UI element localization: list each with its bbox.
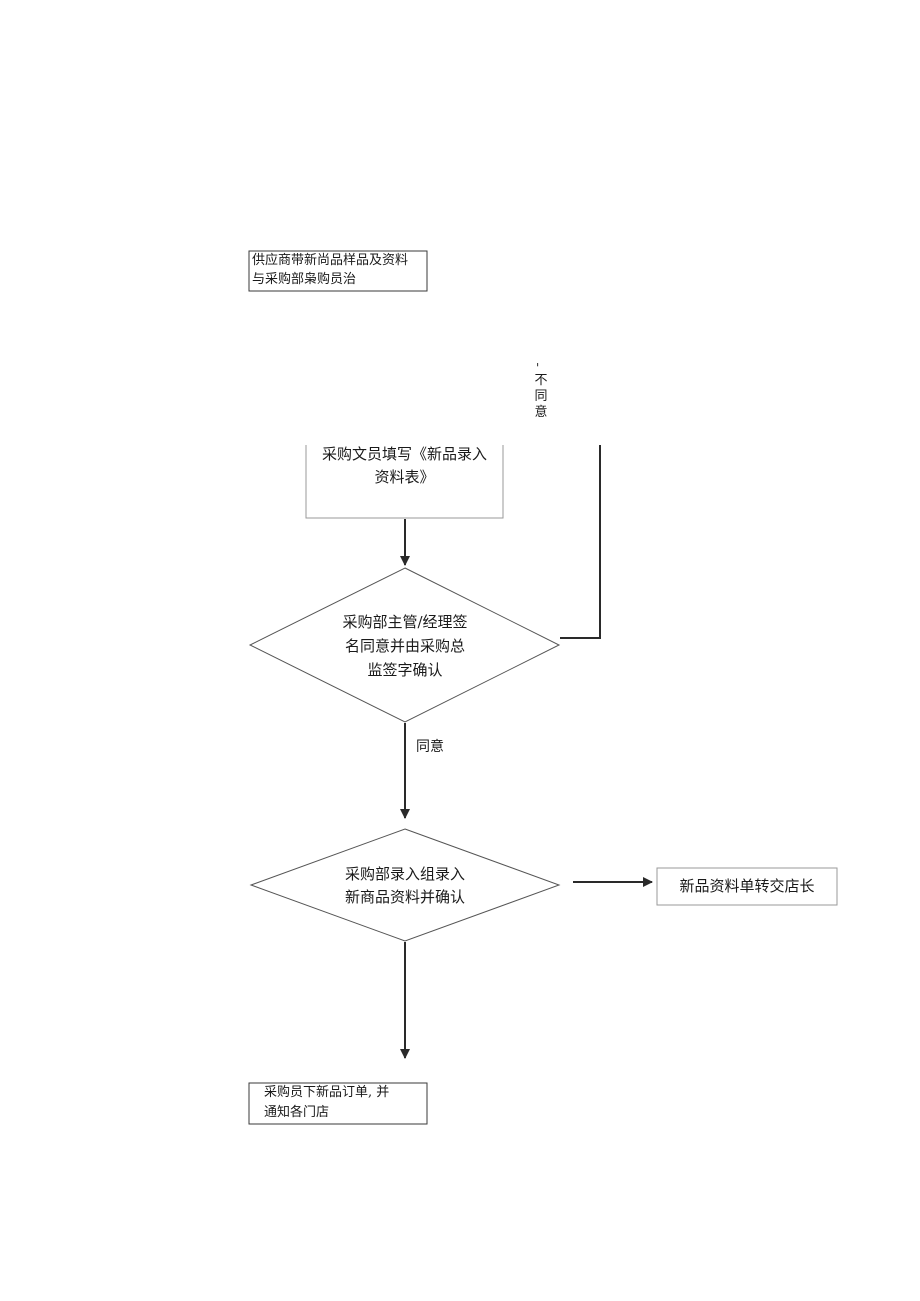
store-manager-box xyxy=(656,867,838,906)
approval-diamond-text: 采购部主管/经理签 名同意并由采购总 监签字确认 xyxy=(342,613,468,679)
disagree-loop-line xyxy=(560,445,601,639)
entry-diamond-text: 采购部录入组录入 新商品资料并确认 xyxy=(344,865,465,906)
agree-label: 同意 xyxy=(416,739,444,755)
supplier-box xyxy=(248,250,428,292)
fill-form-box-text: 采购文员填写《新品录入 资料表》 xyxy=(321,445,487,486)
supplier-box-text: 供应商带新尚品样品及资料 与采购部枭购员治 xyxy=(252,253,409,287)
disagree-char-1: 不 xyxy=(534,373,548,388)
order-box xyxy=(248,1082,428,1125)
disagree-char-3: 意 xyxy=(534,405,548,420)
fill-form-box xyxy=(305,445,504,519)
disagree-char-2: 同 xyxy=(534,389,548,404)
store-manager-box-text: 新品资料单转交店长 xyxy=(679,877,815,895)
order-box-text: 采购员下新品订单, 并 通知各门店 xyxy=(264,1085,390,1120)
approval-diamond xyxy=(248,567,561,723)
entry-diamond xyxy=(249,828,561,942)
disagree-mark: ' xyxy=(536,361,540,375)
